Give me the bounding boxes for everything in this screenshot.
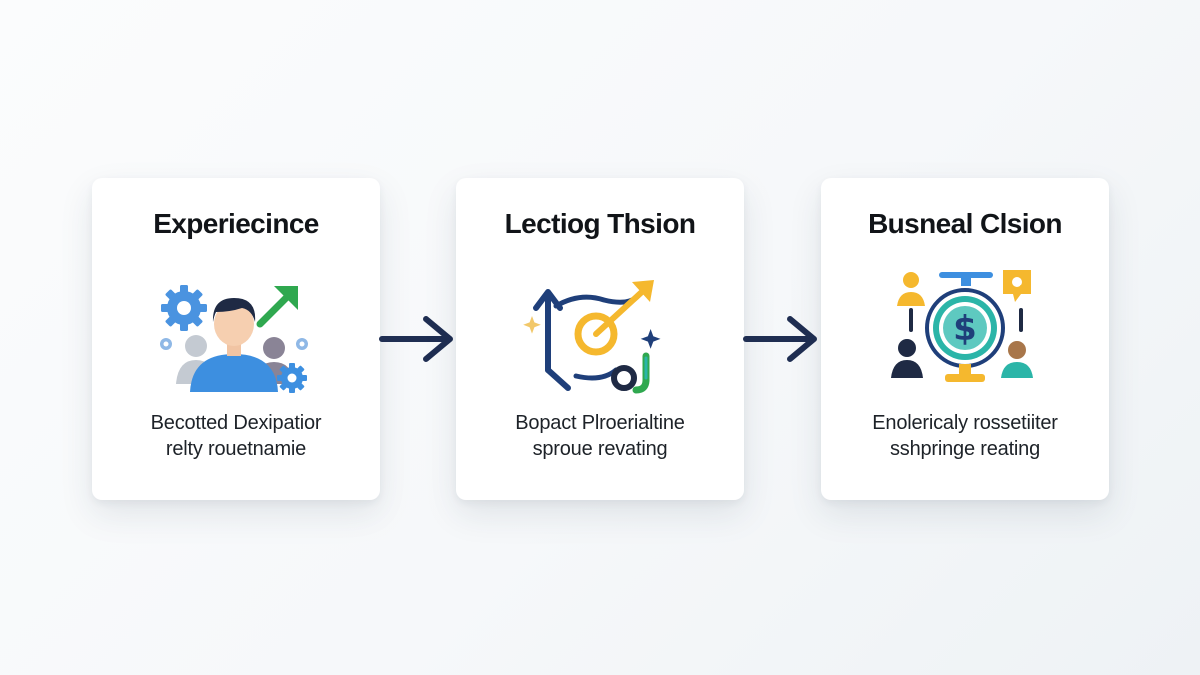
step-description-line-1: Becotted Dexipatior — [150, 412, 322, 434]
dollar-network-people-icon: $ — [885, 266, 1045, 396]
step-description-line-2: sproue revating — [532, 438, 668, 460]
step-description: Becotted Dexipatior relty rouetnamie — [102, 410, 370, 462]
step-description-line-2: relty rouetnamie — [165, 438, 307, 460]
arrow-right-icon — [378, 312, 458, 366]
step-description-line-1: Enolericaly rossetiiter — [872, 412, 1058, 434]
step-description: Enolericaly rossetiiter sshpringe reatin… — [831, 410, 1099, 462]
step-title: Lectiog Thsion — [504, 208, 696, 239]
step-card-experience: Experiecince — [92, 178, 380, 500]
step-card-business: Busneal Clsion $ — [821, 178, 1109, 500]
step-description-line-2: sshpringe reating — [889, 438, 1041, 460]
step-title: Busneal Clsion — [868, 208, 1062, 239]
step-description-line-1: Bopact Plroerialtine — [515, 412, 685, 434]
svg-text:$: $ — [953, 309, 977, 349]
person-growth-gears-icon — [156, 266, 316, 396]
step-card-lection: Lectiog Thsion — [456, 178, 744, 500]
step-description: Bopact Plroerialtine sproue revating — [466, 410, 734, 462]
step-title: Experiecince — [153, 208, 319, 239]
target-process-arrows-icon — [520, 266, 680, 396]
arrow-right-icon — [742, 312, 822, 366]
